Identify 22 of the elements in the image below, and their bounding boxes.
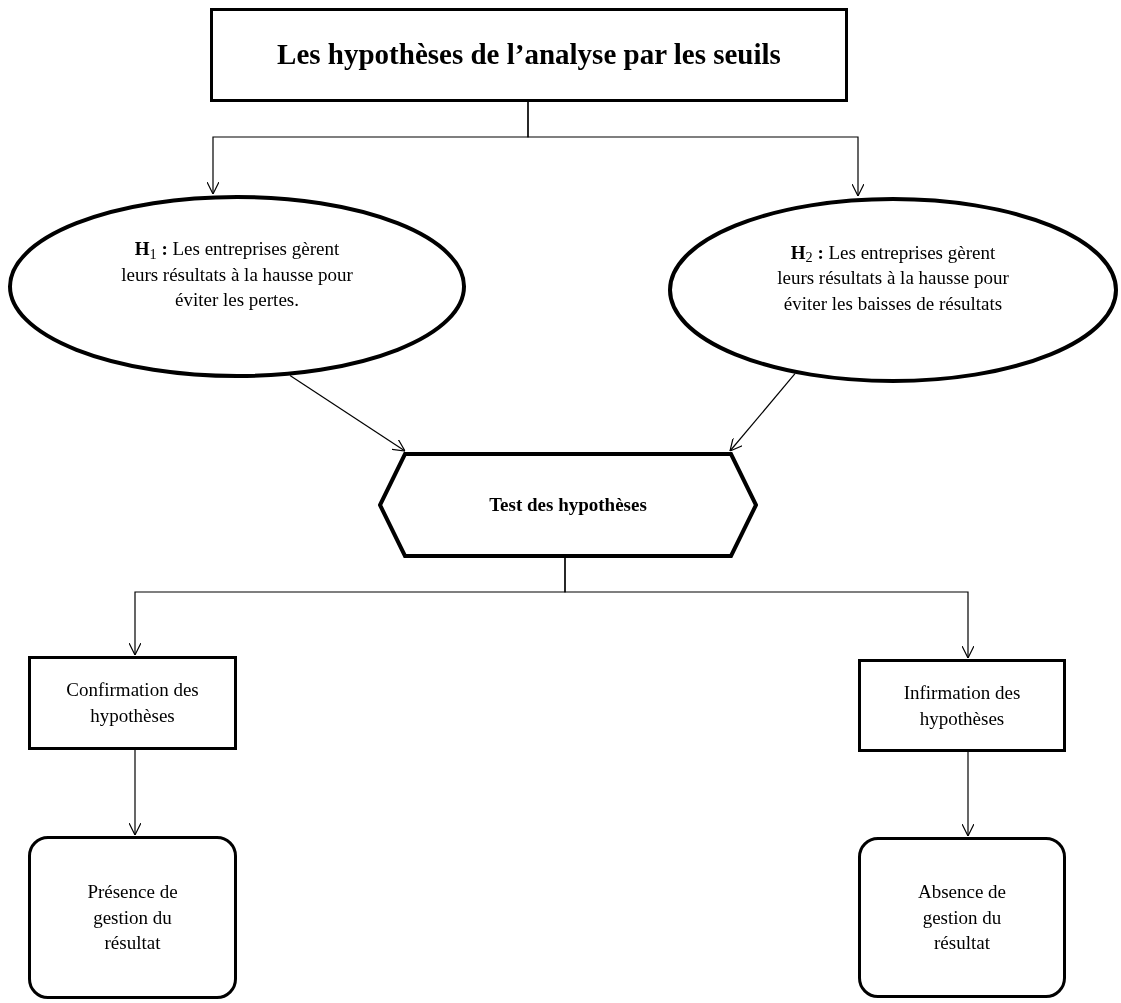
node-text: Infirmation des hypothèses xyxy=(902,680,1022,731)
node-text: Confirmation des hypothèses xyxy=(65,678,200,728)
node-text: H$_{2}$ : Les entreprises gèrent leurs résultats à la hausse pour éviter les baisses de résultats xyxy=(776,240,1010,316)
hypothesis-ellipse xyxy=(668,197,1118,383)
test-hexagon xyxy=(378,452,758,558)
heading-text: Les hypothèses de l’analyse par les seuils xyxy=(277,37,781,73)
node-text: H$_{1}$ : Les entreprises gèrent leurs résultats à la hausse pour éviter les pertes. xyxy=(120,237,354,313)
arrow xyxy=(564,557,975,659)
arrow xyxy=(527,101,865,197)
arrow xyxy=(729,373,796,452)
process-box xyxy=(28,656,237,750)
node-text: Absence de gestion du résultat xyxy=(916,880,1008,956)
node-text: Test des hypothèses xyxy=(489,493,647,518)
arrow xyxy=(128,749,142,836)
process-box xyxy=(210,8,848,102)
arrow xyxy=(961,751,975,837)
hypothesis-ellipse xyxy=(8,195,466,378)
arrow xyxy=(289,374,406,452)
outcome-box xyxy=(28,836,237,999)
outcome-box xyxy=(858,837,1066,998)
process-box xyxy=(858,659,1066,752)
node-text: Présence de gestion du résultat xyxy=(86,880,179,956)
